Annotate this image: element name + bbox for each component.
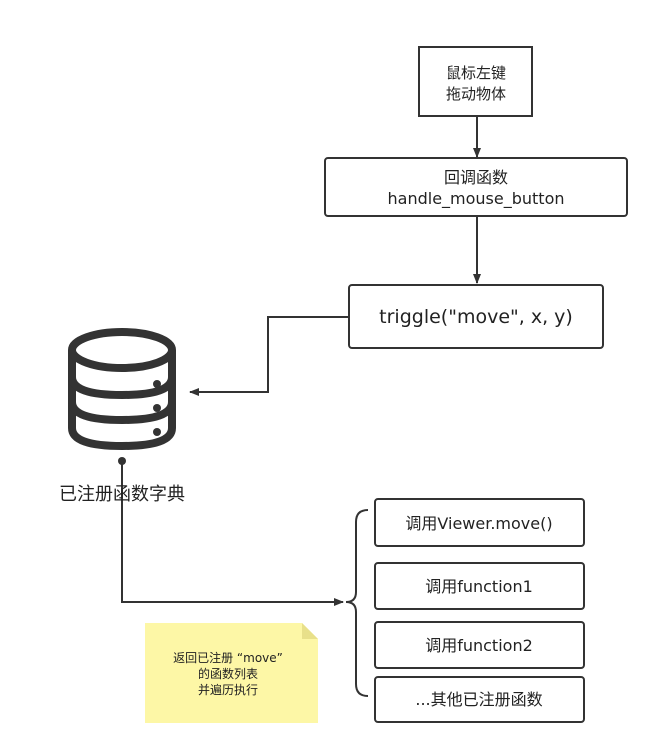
call-viewer-move-label: 调用Viewer.move() <box>405 514 552 533</box>
connectors <box>118 116 481 697</box>
call-function1-node: 调用function1 <box>374 562 585 610</box>
note-line3: 并遍历执行 <box>198 683 258 697</box>
calls-brace <box>345 509 369 697</box>
other-registered-node: ...其他已注册函数 <box>374 676 585 723</box>
database-icon <box>68 328 176 451</box>
note-line1: 返回已注册 “move” <box>173 650 283 665</box>
call-viewer-move-node: 调用Viewer.move() <box>374 498 585 547</box>
mouse-drag-node: 鼠标左键 拖动物体 <box>418 46 533 117</box>
mouse-drag-line2: 拖动物体 <box>446 85 506 103</box>
arrow-registry-to-calls <box>121 461 344 606</box>
call-function2-node: 调用function2 <box>374 621 585 669</box>
call-function2-label: 调用function2 <box>425 636 533 655</box>
arrow-trigger-to-registry <box>189 316 349 396</box>
note-line2: 的函数列表 <box>198 666 258 681</box>
trigger-node: triggle("move", x, y) <box>348 284 604 349</box>
sticky-note: 返回已注册 “move” 的函数列表 并遍历执行 <box>145 623 318 723</box>
callback-line2: handle_mouse_button <box>388 189 565 209</box>
mouse-drag-line1: 鼠标左键 <box>446 64 506 82</box>
trigger-label: triggle("move", x, y) <box>379 306 573 328</box>
registry-label: 已注册函数字典 <box>59 484 185 505</box>
other-registered-label: ...其他已注册函数 <box>415 690 542 709</box>
callback-node: 回调函数 handle_mouse_button <box>324 157 628 217</box>
call-function1-label: 调用function1 <box>425 577 533 596</box>
callback-line1: 回调函数 <box>444 168 508 187</box>
